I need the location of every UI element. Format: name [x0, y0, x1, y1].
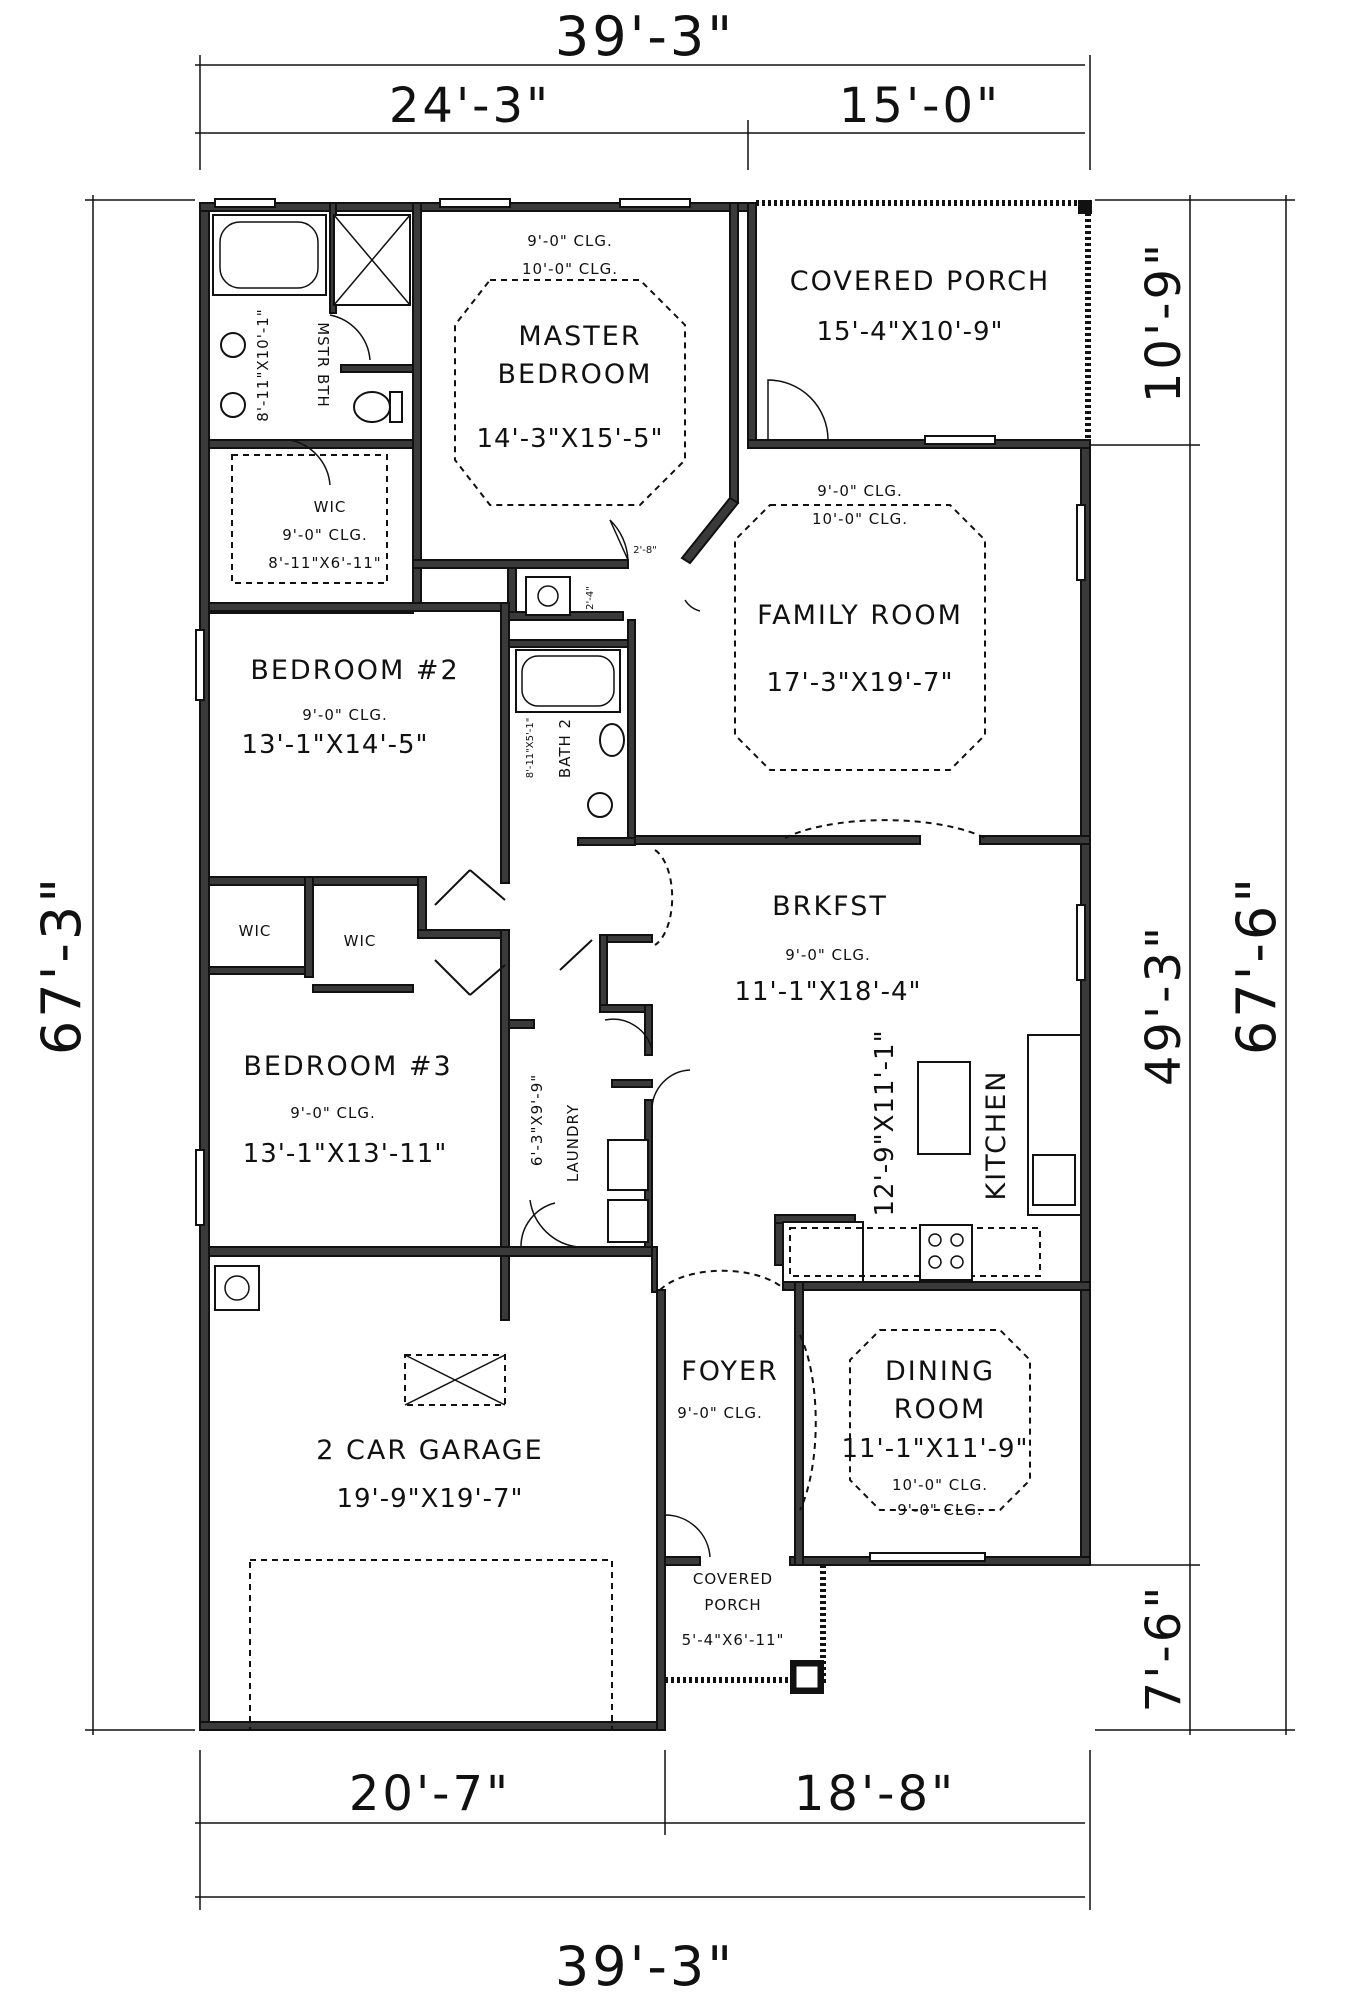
master-bath-label: MSTR BTH — [314, 322, 332, 408]
dim-top-total: 39'-3" — [555, 5, 735, 68]
dimension-labels: 39'-3" 24'-3" 15'-0" 20'-7" 18'-8" 39'-3… — [30, 5, 1288, 1998]
sink-icon — [220, 332, 246, 358]
brkfst-size: 11'-1"X18'-4" — [734, 977, 921, 1007]
garage-size: 19'-9"X19'-7" — [336, 1484, 523, 1514]
sink-icon — [587, 792, 613, 818]
front-porch-outline — [665, 1565, 826, 1694]
rear-porch-label: COVERED PORCH — [790, 266, 1050, 297]
brkfst-ceiling: 9'-0" CLG. — [785, 946, 871, 964]
brkfst-label: BRKFST — [772, 891, 888, 922]
interior-walls — [208, 202, 1091, 1566]
bedroom2-size: 13'-1"X14'-5" — [241, 730, 428, 760]
dim-top-left: 24'-3" — [389, 78, 551, 134]
sink-icon — [220, 392, 246, 418]
foyer-ceiling: 9'-0" CLG. — [677, 1404, 763, 1422]
front-porch-label-1: COVERED — [693, 1570, 773, 1588]
dryer-icon — [607, 1199, 649, 1243]
furnace-icon — [214, 1265, 260, 1311]
master-wic-ceiling: 9'-0" CLG. — [282, 526, 368, 544]
dining-ceiling-1: 10'-0" CLG. — [892, 1476, 988, 1494]
toilet-icon — [353, 391, 391, 423]
family-room-label: FAMILY ROOM — [757, 600, 963, 631]
rear-porch-size: 15'-4"X10'-9" — [816, 317, 1003, 347]
dim-left-total: 67'-3" — [30, 875, 93, 1055]
doors — [289, 314, 986, 1558]
dim-right-total: 67'-6" — [1225, 875, 1288, 1055]
master-ceiling-2: 10'-0" CLG. — [522, 260, 618, 278]
water-heater-icon — [525, 576, 571, 616]
laundry-label: LAUNDRY — [564, 1104, 582, 1182]
family-room-size: 17'-3"X19'-7" — [766, 668, 953, 698]
master-wic-label: WIC — [314, 498, 347, 516]
dim-right-main: 49'-3" — [1136, 924, 1192, 1086]
master-bedroom-label-1: MASTER — [518, 321, 641, 352]
sink-icon — [1032, 1154, 1076, 1206]
dim-bottom-right: 18'-8" — [794, 1766, 956, 1822]
closet-door-label: 2'-4" — [585, 586, 596, 610]
tray-ceilings — [454, 279, 1031, 1511]
master-bedroom-size: 14'-3"X15'-5" — [476, 424, 663, 454]
family-ceiling-1: 9'-0" CLG. — [817, 482, 903, 500]
kitchen-island — [917, 1061, 971, 1155]
stove-icon — [919, 1224, 973, 1281]
room-labels: 9'-0" CLG. 10'-0" CLG. MASTER BEDROOM 14… — [239, 232, 1050, 1649]
dining-ceiling-2: 9'-0" CLG. — [897, 1501, 983, 1519]
dim-bottom-left: 20'-7" — [349, 1766, 511, 1822]
bedroom2-ceiling: 9'-0" CLG. — [302, 706, 388, 724]
bath2-size: 8'-11"X5'-1" — [525, 718, 536, 779]
bedroom3-size: 13'-1"X13'-11" — [243, 1139, 448, 1169]
dim-right-porch: 10'-9" — [1136, 241, 1192, 403]
wic-a-label: WIC — [239, 922, 272, 940]
dining-size: 11'-1"X11'-9" — [841, 1434, 1028, 1464]
dining-label-1: DINING — [885, 1356, 995, 1387]
dim-bottom-total: 39'-3" — [555, 1935, 735, 1998]
master-door-label: 2'-8" — [633, 545, 657, 556]
master-wic-size: 8'-11"X6'-11" — [268, 554, 381, 572]
toilet-icon — [599, 723, 625, 757]
garage-label: 2 CAR GARAGE — [316, 1435, 543, 1466]
washer-icon — [607, 1139, 649, 1191]
bedroom3-label: BEDROOM #3 — [243, 1051, 452, 1082]
kitchen-size: 12'-9"X11'-1" — [870, 1029, 900, 1216]
front-porch-size: 5'-4"X6'-11" — [682, 1631, 785, 1649]
family-ceiling-2: 10'-0" CLG. — [812, 510, 908, 528]
bath2-label: BATH 2 — [556, 718, 574, 778]
bedroom2-label: BEDROOM #2 — [250, 655, 459, 686]
bedroom3-ceiling: 9'-0" CLG. — [290, 1104, 376, 1122]
rear-porch-outline — [756, 200, 1092, 440]
windows — [195, 198, 1086, 1562]
fixtures — [212, 214, 1082, 1731]
dining-label-2: ROOM — [894, 1394, 987, 1425]
dim-top-right: 15'-0" — [839, 78, 1001, 134]
master-bedroom-label-2: BEDROOM — [498, 359, 653, 390]
kitchen-label: KITCHEN — [981, 1070, 1012, 1201]
dim-right-front: 7'-6" — [1136, 1584, 1192, 1713]
front-porch-label-2: PORCH — [704, 1596, 761, 1614]
master-ceiling-1: 9'-0" CLG. — [527, 232, 613, 250]
wic-b-label: WIC — [344, 932, 377, 950]
foyer-label: FOYER — [681, 1356, 779, 1387]
laundry-size: 6'-3"X9'-9" — [528, 1074, 546, 1166]
bathtub-icon — [212, 214, 327, 296]
dimension-lines — [85, 55, 1295, 1910]
master-bath-size: 8'-11"X10'-1" — [254, 308, 272, 421]
bathtub-icon — [515, 649, 621, 713]
